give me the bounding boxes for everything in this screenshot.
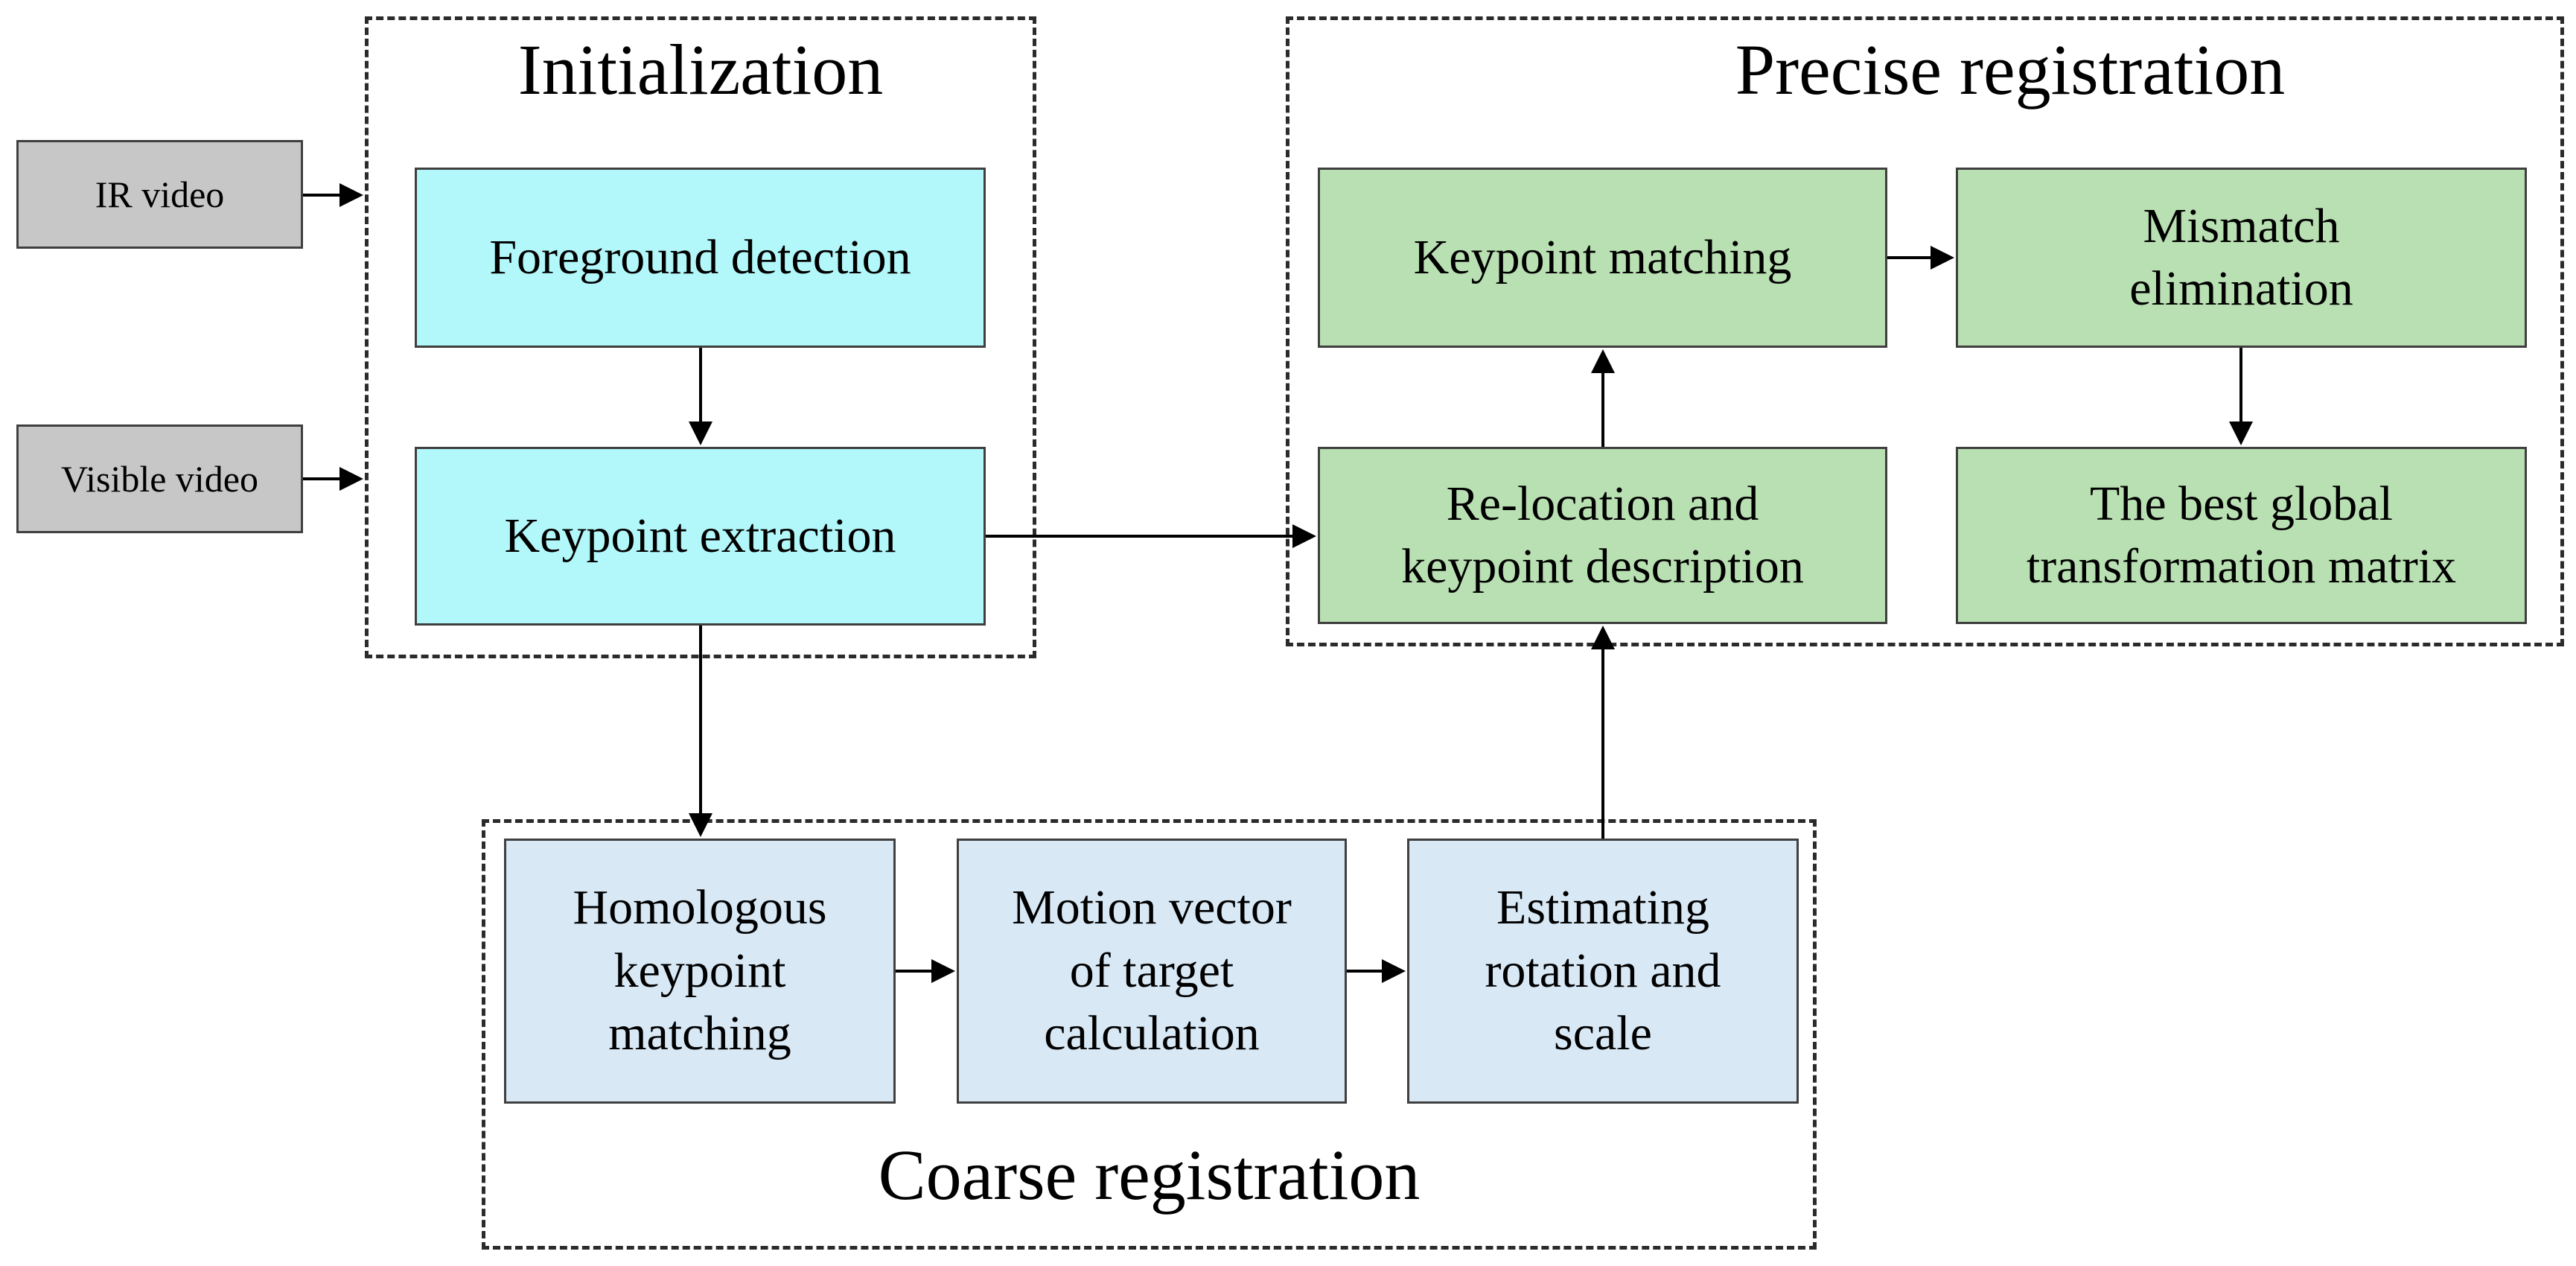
node-line: Homologous — [573, 880, 827, 935]
node-text: Motion vector of target calculation — [1012, 877, 1292, 1065]
ir-video-label: IR video — [95, 174, 225, 215]
coarse-registration-group — [482, 819, 1817, 1250]
node-text: Homologous keypoint matching — [573, 877, 826, 1065]
node-line: Re-location and — [1446, 476, 1759, 531]
coarse-registration-title: Coarse registration — [878, 1135, 1421, 1215]
keypoint-matching-box: Keypoint matching — [1318, 168, 1887, 348]
precise-registration-title: Precise registration — [1735, 30, 2286, 109]
node-line: Keypoint matching — [1413, 229, 1792, 284]
initialization-title: Initialization — [517, 30, 884, 109]
best-transformation-matrix-box: The best global transformation matrix — [1956, 447, 2527, 624]
ir-video-input: IR video — [16, 140, 303, 249]
visible-video-input: Visible video — [16, 424, 303, 533]
node-line: elimination — [2129, 261, 2353, 316]
node-line: Motion vector — [1012, 880, 1292, 935]
keypoint-extraction-box: Keypoint extraction — [415, 447, 986, 626]
node-line: scale — [1554, 1006, 1652, 1061]
node-line: Estimating — [1496, 880, 1709, 935]
node-line: rotation and — [1485, 943, 1721, 998]
node-line: calculation — [1044, 1006, 1260, 1061]
visible-video-label: Visible video — [60, 458, 258, 500]
node-text: The best global transformation matrix — [2027, 473, 2456, 599]
homologous-matching-box: Homologous keypoint matching — [504, 839, 896, 1104]
node-line: transformation matrix — [2026, 539, 2457, 594]
node-text: Estimating rotation and scale — [1485, 877, 1721, 1065]
motion-vector-box: Motion vector of target calculation — [957, 839, 1347, 1104]
node-text: Mismatch elimination — [2129, 195, 2353, 321]
node-line: matching — [608, 1006, 791, 1061]
node-text: Re-location and keypoint description — [1401, 473, 1804, 599]
relocation-description-box: Re-location and keypoint description — [1318, 447, 1887, 624]
rotation-scale-box: Estimating rotation and scale — [1407, 839, 1799, 1104]
node-line: Foreground detection — [489, 229, 911, 284]
node-line: The best global — [2090, 476, 2393, 531]
node-line: keypoint description — [1401, 539, 1804, 594]
foreground-detection-box: Foreground detection — [415, 168, 986, 348]
node-line: Keypoint extraction — [504, 508, 896, 563]
node-line: of target — [1069, 943, 1234, 998]
node-line: keypoint — [613, 943, 786, 998]
precise-registration-group — [1286, 16, 2564, 646]
node-line: Mismatch — [2143, 198, 2340, 253]
mismatch-elimination-box: Mismatch elimination — [1956, 168, 2527, 348]
